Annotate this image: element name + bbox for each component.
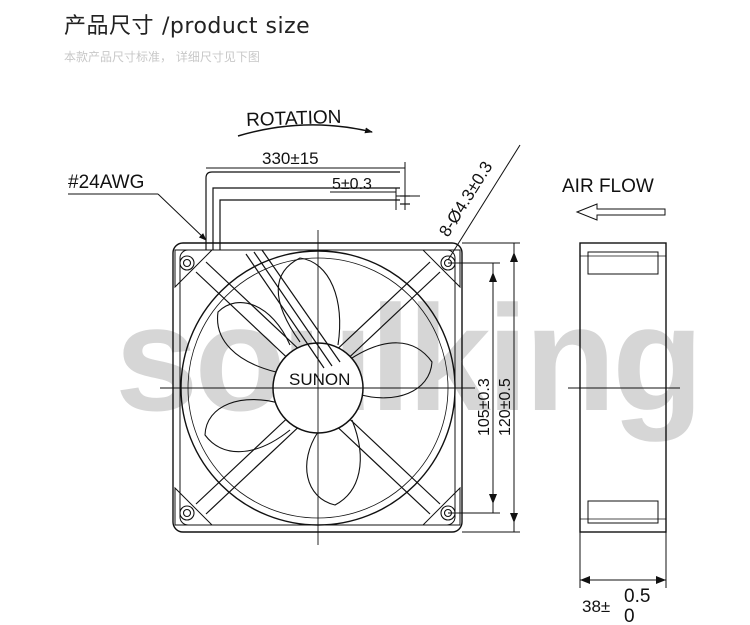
frame-size-label: 120±0.5	[497, 378, 514, 436]
watermark-text: soulking	[115, 274, 700, 442]
page-subheading: 本款产品尺寸标准， 详细尺寸见下图	[64, 50, 260, 64]
dimension-arrowheads	[489, 252, 518, 523]
depth-arrowheads	[580, 576, 666, 584]
airflow-arrow	[575, 203, 666, 221]
frame-outer	[172, 242, 463, 533]
heading-cn: 产品尺寸	[64, 14, 155, 39]
hole-spacing-label: 105±0.3	[476, 378, 493, 436]
holes-leader	[447, 144, 521, 261]
heading-en: /product size	[162, 14, 311, 39]
rotation-arrow	[237, 124, 373, 137]
spokes	[195, 261, 441, 515]
airflow-label: AIR FLOW	[562, 176, 654, 197]
page-heading: 产品尺寸/product size	[64, 8, 310, 40]
side-flange-top	[587, 251, 659, 275]
fan-blades	[204, 257, 433, 506]
depth-tol-lower: 0	[624, 606, 635, 625]
brand-label: SUNON	[289, 370, 350, 389]
side-body	[579, 242, 667, 533]
corner-pads	[174, 249, 461, 526]
fan-front-view	[160, 171, 475, 545]
rotation-label: ROTATION	[246, 107, 342, 131]
fan-side-view	[568, 242, 680, 588]
lead-strip-label: 5±0.3	[332, 176, 372, 193]
cable	[205, 171, 410, 369]
cable-gauge-leader	[157, 193, 207, 241]
cable-length-label: 330±15	[262, 149, 319, 168]
vertical-dimensions	[448, 242, 520, 533]
cable-gauge-label: #24AWG	[68, 172, 144, 193]
depth-label: 38±	[582, 597, 610, 616]
depth-tol-upper: 0.5	[624, 586, 650, 607]
side-flange-bottom	[587, 500, 659, 524]
holes-label: 8-Ø4.3±0.3	[435, 158, 496, 240]
